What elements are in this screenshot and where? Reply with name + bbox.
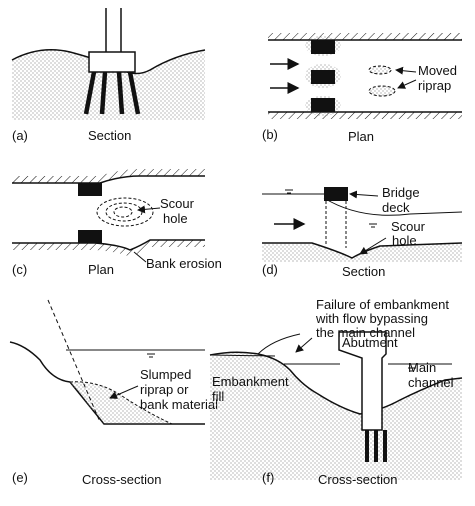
riverbed-line (262, 242, 463, 259)
abutment-label: Abutment (342, 335, 398, 350)
pier-top (78, 183, 102, 196)
flow-arrows (270, 58, 300, 94)
pier-bottom (78, 230, 102, 243)
pier-bottom (311, 98, 335, 112)
moved-riprap-leader-2 (397, 79, 417, 89)
failure-label-3: the main channel (316, 325, 415, 340)
bank-bottom-hatch (12, 240, 205, 257)
bridge-deck-leader (349, 190, 379, 199)
bridge-deck (324, 187, 348, 201)
water-mark (285, 189, 293, 194)
slope-line (9, 341, 205, 425)
panel-f: Abutment Failure of embankment with flow… (209, 297, 463, 487)
panel-a: (a) Section (11, 8, 206, 143)
panel-b-caption: Plan (348, 129, 374, 144)
slumped-material (70, 381, 172, 424)
riverbed-ground (12, 49, 205, 120)
panel-d-letter: (d) (262, 262, 278, 277)
bank-erosion-label: Bank erosion (146, 256, 222, 271)
pier-mid (311, 70, 335, 84)
moved-riprap-leader-1 (395, 66, 417, 75)
panel-f-caption: Cross-section (318, 472, 397, 487)
failure-leader (295, 337, 313, 353)
slumped-label-3: bank material (140, 397, 218, 412)
abutment (338, 331, 387, 431)
bridge-deck-label-2: deck (382, 200, 410, 215)
bridge-deck-label-1: Bridge (382, 185, 420, 200)
main-channel-label-1: Main (408, 360, 436, 375)
failure-label-1: Failure of embankment (316, 297, 449, 312)
slumped-label-1: Slumped (140, 367, 191, 382)
panel-c: Scour hole Bank erosion (c) Plan (12, 169, 222, 277)
main-channel-label-2: channel (408, 375, 454, 390)
slumped-outline (69, 381, 173, 425)
abutment-piles (365, 430, 387, 462)
water-mark-2 (369, 223, 377, 228)
scour-hole-label-2: hole (163, 211, 188, 226)
panel-a-caption: Section (88, 128, 131, 143)
water-mark (408, 367, 416, 372)
panel-a-letter: (a) (12, 128, 28, 143)
bank-top-hatch (268, 33, 462, 40)
failure-label-2: with flow bypassing (315, 311, 428, 326)
scour-hole-label-2: hole (392, 233, 417, 248)
original-slope (47, 299, 101, 423)
slope-ground (10, 342, 104, 424)
bank-top-hatch (12, 169, 205, 183)
scour-hole-contours (96, 197, 154, 227)
embankment-label-1: Embankment (212, 374, 289, 389)
pier-top (311, 40, 335, 54)
slumped-label-2: riprap or (140, 382, 189, 397)
piles (83, 71, 141, 115)
panel-e: Slumped riprap or bank material (e) Cros… (9, 299, 218, 487)
moved-riprap-label-2: riprap (418, 78, 451, 93)
panel-c-letter: (c) (12, 262, 27, 277)
embankment-label-2: fill (212, 389, 224, 404)
scour-hole-leader (137, 205, 161, 214)
panel-f-letter: (f) (262, 470, 274, 485)
scour-hole-label-1: Scour (160, 196, 195, 211)
moved-riprap-2 (368, 85, 396, 97)
bank-erosion-leader (133, 251, 147, 263)
embankment-fill (210, 352, 462, 480)
embankment-top (209, 354, 276, 357)
scour-hole-leader (359, 237, 387, 255)
panel-e-caption: Cross-section (82, 472, 161, 487)
panel-d: Bridge deck Scour hole (d) Section (262, 185, 463, 279)
slumped-leader (109, 385, 139, 399)
panel-d-caption: Section (342, 264, 385, 279)
water-mark (147, 353, 155, 358)
moved-riprap-label-1: Moved (418, 63, 457, 78)
riverbed (262, 243, 462, 262)
scour-hole-label-1: Scour (391, 219, 426, 234)
moved-riprap-1 (368, 65, 392, 75)
downstream-water (323, 197, 463, 216)
panel-b-letter: (b) (262, 127, 278, 142)
panel-b: Moved riprap (b) Plan (262, 33, 462, 144)
failure-slope (257, 333, 301, 355)
panel-e-letter: (e) (12, 470, 28, 485)
pile-cap (88, 51, 136, 73)
panel-c-caption: Plan (88, 262, 114, 277)
bank-bottom-hatch (268, 112, 462, 119)
